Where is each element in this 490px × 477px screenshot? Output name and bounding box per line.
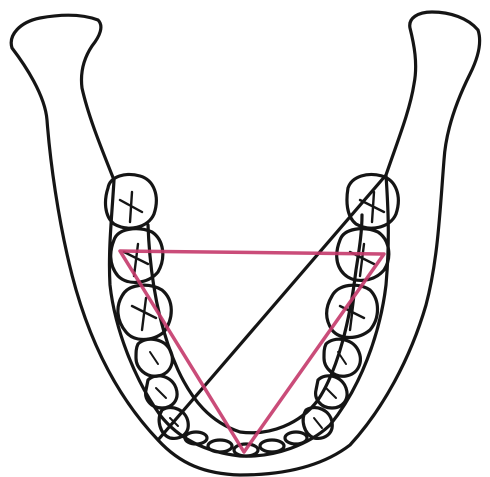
mandible-outline: [11, 12, 479, 475]
right-premolar-2: [146, 376, 177, 408]
right-canine: [159, 408, 188, 439]
left-molar-1: [347, 175, 398, 229]
left-premolar-2: [316, 376, 347, 408]
right-molar-2: [111, 229, 163, 283]
right-premolar-1: [136, 339, 172, 376]
incisors: [185, 432, 307, 456]
